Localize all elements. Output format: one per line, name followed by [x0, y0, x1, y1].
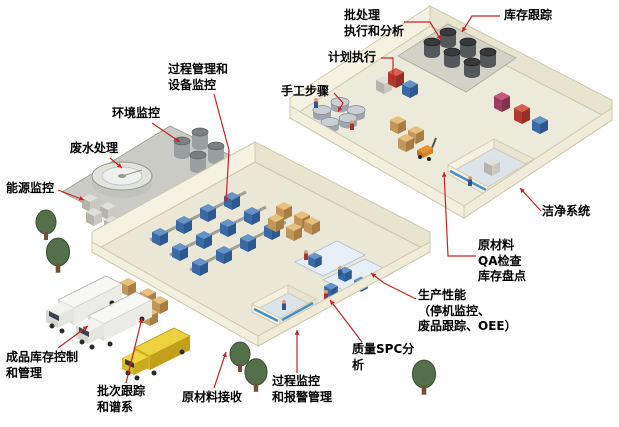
- batch-tank-roof: [397, 23, 517, 93]
- leader-clean-system: [519, 187, 542, 212]
- worker: [468, 176, 472, 186]
- label-finished-goods-inventory: 成品库存控制 和管理: [6, 350, 79, 380]
- label-plan-execution: 计划执行: [328, 50, 377, 64]
- label-production-performance: 生产性能 （停机监控、 废品跟踪、OEE）: [418, 288, 517, 334]
- utility-platform: [60, 125, 246, 234]
- leader-manual-steps: [333, 92, 344, 113]
- label-inventory-tracking: 库存跟踪: [504, 8, 553, 22]
- worker: [350, 120, 354, 130]
- leader-raw-material-qa: [441, 171, 476, 257]
- label-process-equipment-monitoring: 过程管理和 设备监控: [168, 62, 229, 92]
- upper-building: [289, 5, 613, 219]
- leader-lines: [57, 15, 542, 389]
- label-environment-monitoring: 环境监控: [112, 106, 161, 120]
- label-manual-steps: 手工步骤: [281, 84, 330, 98]
- leader-raw-material-receiving: [213, 351, 227, 389]
- office-area: [294, 240, 394, 300]
- leader-environment-monitoring: [151, 122, 181, 143]
- label-energy-monitoring: 能源监控: [6, 181, 55, 195]
- leader-finished-goods: [57, 325, 89, 349]
- wastewater-tank: [91, 161, 153, 198]
- label-raw-material-receiving: 原材料接收: [182, 390, 243, 404]
- label-batch-execution-analysis: 批处理 执行和分析: [344, 8, 405, 38]
- leader-wastewater-treatment: [109, 157, 123, 169]
- production-lines: [149, 190, 287, 276]
- lower-building: [90, 141, 432, 347]
- leader-production-performance: [370, 272, 417, 300]
- label-clean-system: 洁净系统: [542, 204, 591, 218]
- truck-yellow: [121, 327, 191, 381]
- label-raw-material-qa-inventory: 原材料 QA检查 库存盘点: [478, 238, 527, 284]
- label-quality-spc-analysis: 质量SPC分 析: [352, 342, 415, 372]
- leader-quality-spc: [329, 299, 363, 343]
- leader-batch-tracking: [125, 317, 144, 384]
- leader-process-equipment-monitoring: [213, 93, 230, 203]
- label-wastewater-treatment: 废水处理: [70, 141, 119, 155]
- label-process-monitoring-alarm: 过程监控 和报警管理: [272, 374, 333, 404]
- leader-batch-execution-analysis: [404, 21, 442, 41]
- leader-inventory-tracking: [461, 15, 500, 33]
- leader-plan-execution: [381, 57, 396, 80]
- label-batch-tracking-genealogy: 批次跟踪 和谱系: [97, 384, 146, 414]
- leader-energy-monitoring: [57, 189, 85, 201]
